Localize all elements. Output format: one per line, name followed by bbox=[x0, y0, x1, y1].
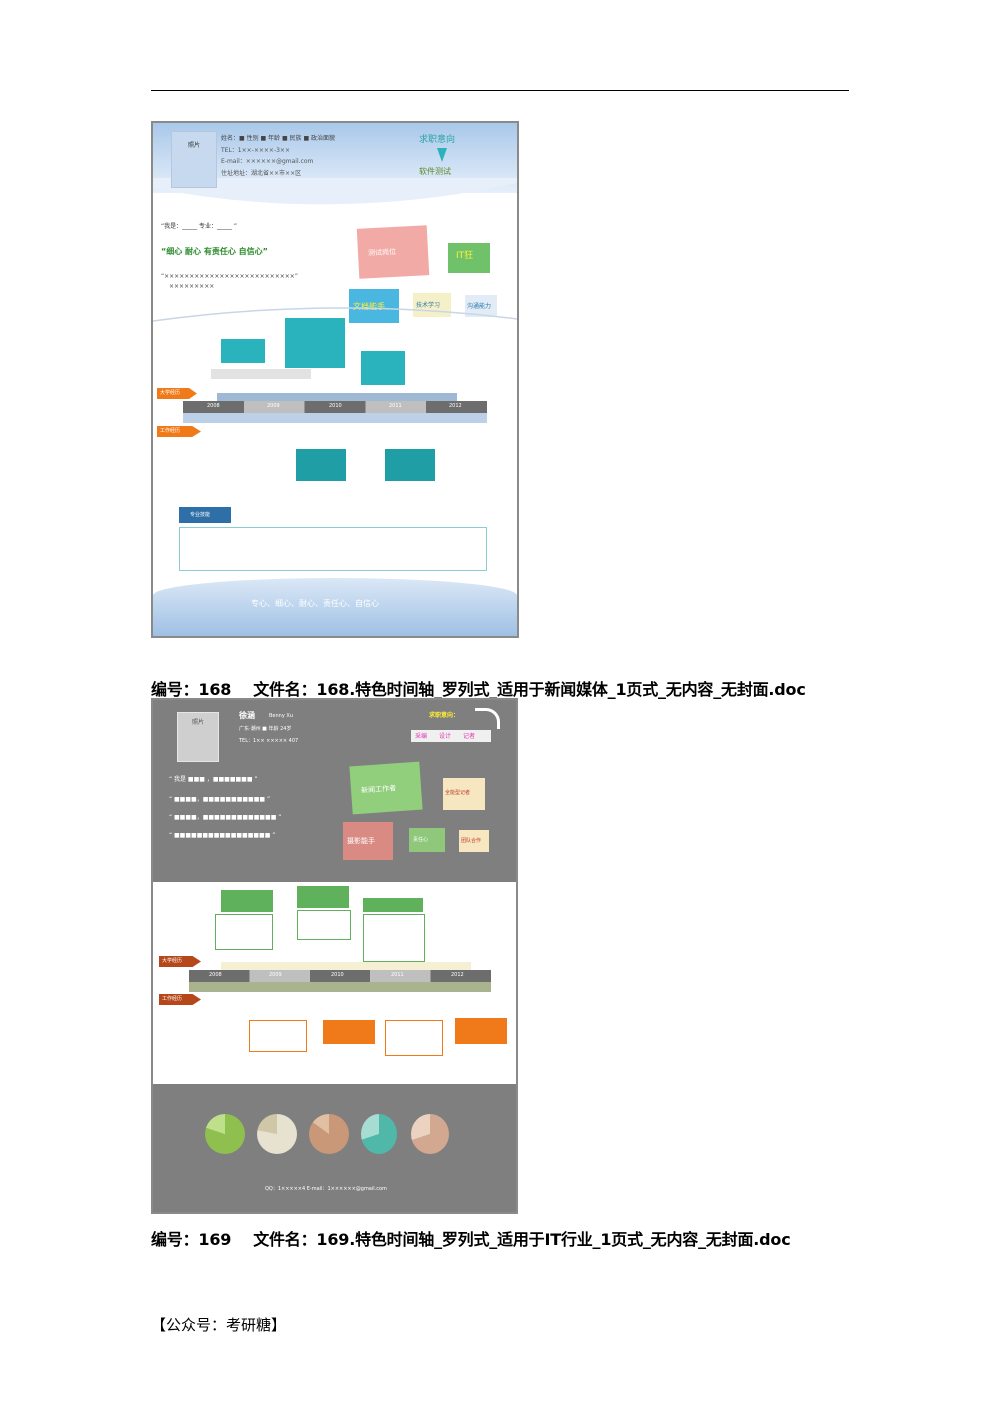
bottom-gradient: 专心、细心、耐心、责任心、自信心 bbox=[153, 578, 517, 636]
work-box-1 bbox=[296, 449, 346, 481]
school-box-3-body bbox=[363, 914, 425, 962]
career-label: 求职意向： bbox=[429, 712, 460, 719]
timeline-bar-bottom bbox=[189, 982, 491, 992]
pie-2 bbox=[257, 1114, 297, 1154]
tag-photo: 摄影能手 bbox=[343, 822, 393, 860]
school-box-1-body bbox=[215, 914, 273, 950]
curved-arrow-icon bbox=[475, 708, 500, 729]
timeline-bar-bottom bbox=[183, 413, 487, 423]
tel: TEL：1×× ××××× 407 bbox=[239, 738, 299, 744]
photo-box: 照片 bbox=[177, 712, 219, 762]
footer-note: 【公众号：考研糖】 bbox=[151, 1316, 287, 1334]
school-box-3 bbox=[363, 898, 423, 912]
down-arrow-icon bbox=[437, 148, 447, 162]
work-arrow: 工作经历 bbox=[157, 426, 201, 437]
timeline-bar-top bbox=[221, 962, 471, 970]
pie-row: QQ：1×××××4 E-mail：1××××××@gmail.com bbox=[153, 1090, 516, 1212]
work-box-2 bbox=[323, 1020, 375, 1044]
work-box-1 bbox=[249, 1020, 307, 1052]
timeline-box-1 bbox=[221, 339, 265, 363]
timeline-box-2 bbox=[285, 318, 345, 368]
resume-thumbnail-169[interactable]: 照片 徐涵 Benny Xu 广东·潮州 ■ 年龄 24岁 TEL：1×× ××… bbox=[151, 698, 518, 1214]
tag-it: IT狂 bbox=[448, 243, 490, 273]
tag-doc: 文档能手 bbox=[349, 289, 399, 323]
resume-thumbnail-168[interactable]: 照片 姓名：■ 性别 ■ 年龄 ■ 民族 ■ 政治面貌 TEL：1××-××××… bbox=[151, 121, 519, 638]
header-rule bbox=[151, 90, 849, 91]
school-box-2-body bbox=[297, 910, 351, 940]
mid-wave bbox=[153, 307, 517, 322]
work-box-4 bbox=[455, 1018, 507, 1044]
school-box-2 bbox=[297, 886, 349, 908]
school-box-1 bbox=[221, 890, 273, 912]
timeline-box-3 bbox=[361, 351, 405, 385]
skills-title: 专业技能 bbox=[179, 507, 231, 523]
school-arrow: 大学经历 bbox=[159, 956, 201, 967]
photo-label: 照片 bbox=[188, 142, 201, 149]
timeline-years-bar: 2008 2009 2010 2011 2012 bbox=[189, 970, 491, 982]
career-items: 采编 设计 记者 bbox=[411, 730, 491, 742]
pie-3 bbox=[309, 1114, 349, 1154]
work-box-3 bbox=[385, 1020, 443, 1056]
top-wave bbox=[153, 178, 517, 205]
school-arrow: 大学经历 bbox=[157, 388, 197, 399]
pie-5 bbox=[411, 1114, 449, 1154]
tag-team: 团队合作 bbox=[459, 830, 489, 852]
timeline-years-bar: 2008 2009 2010 2011 2012 bbox=[183, 401, 487, 413]
tag-comm: 沟通能力 bbox=[465, 295, 497, 317]
quote-2: “细心 耐心 有责任心 自信心” bbox=[161, 247, 268, 256]
quote-1: “我是：_____ 专业：_____ ” bbox=[161, 223, 238, 230]
photo-box: 照片 bbox=[171, 131, 217, 188]
tag-resp: 责任心 bbox=[409, 828, 445, 852]
contact: QQ：1×××××4 E-mail：1××××××@gmail.com bbox=[265, 1186, 387, 1192]
tag-study: 技术学习 bbox=[413, 293, 451, 317]
work-arrow: 工作经历 bbox=[159, 994, 201, 1005]
pie-4 bbox=[361, 1114, 397, 1154]
tag-reporter: 全能型记者 bbox=[443, 778, 485, 810]
name-en: Benny Xu bbox=[269, 713, 293, 719]
work-box-2 bbox=[385, 449, 435, 481]
tag-news: 新闻工作者 bbox=[349, 761, 423, 815]
tag-test: 测试岗位 bbox=[356, 225, 430, 279]
career-label: 求职意向 bbox=[419, 135, 456, 145]
pie-1 bbox=[205, 1114, 245, 1154]
career-value: 软件测试 bbox=[419, 167, 451, 176]
skills-box bbox=[179, 527, 487, 571]
name: 徐涵 bbox=[239, 711, 255, 720]
timeline-note bbox=[211, 369, 311, 379]
info-line: 姓名：■ 性别 ■ 年龄 ■ 民族 ■ 政治面貌 bbox=[221, 135, 336, 142]
timeline-bar-top bbox=[217, 393, 457, 401]
